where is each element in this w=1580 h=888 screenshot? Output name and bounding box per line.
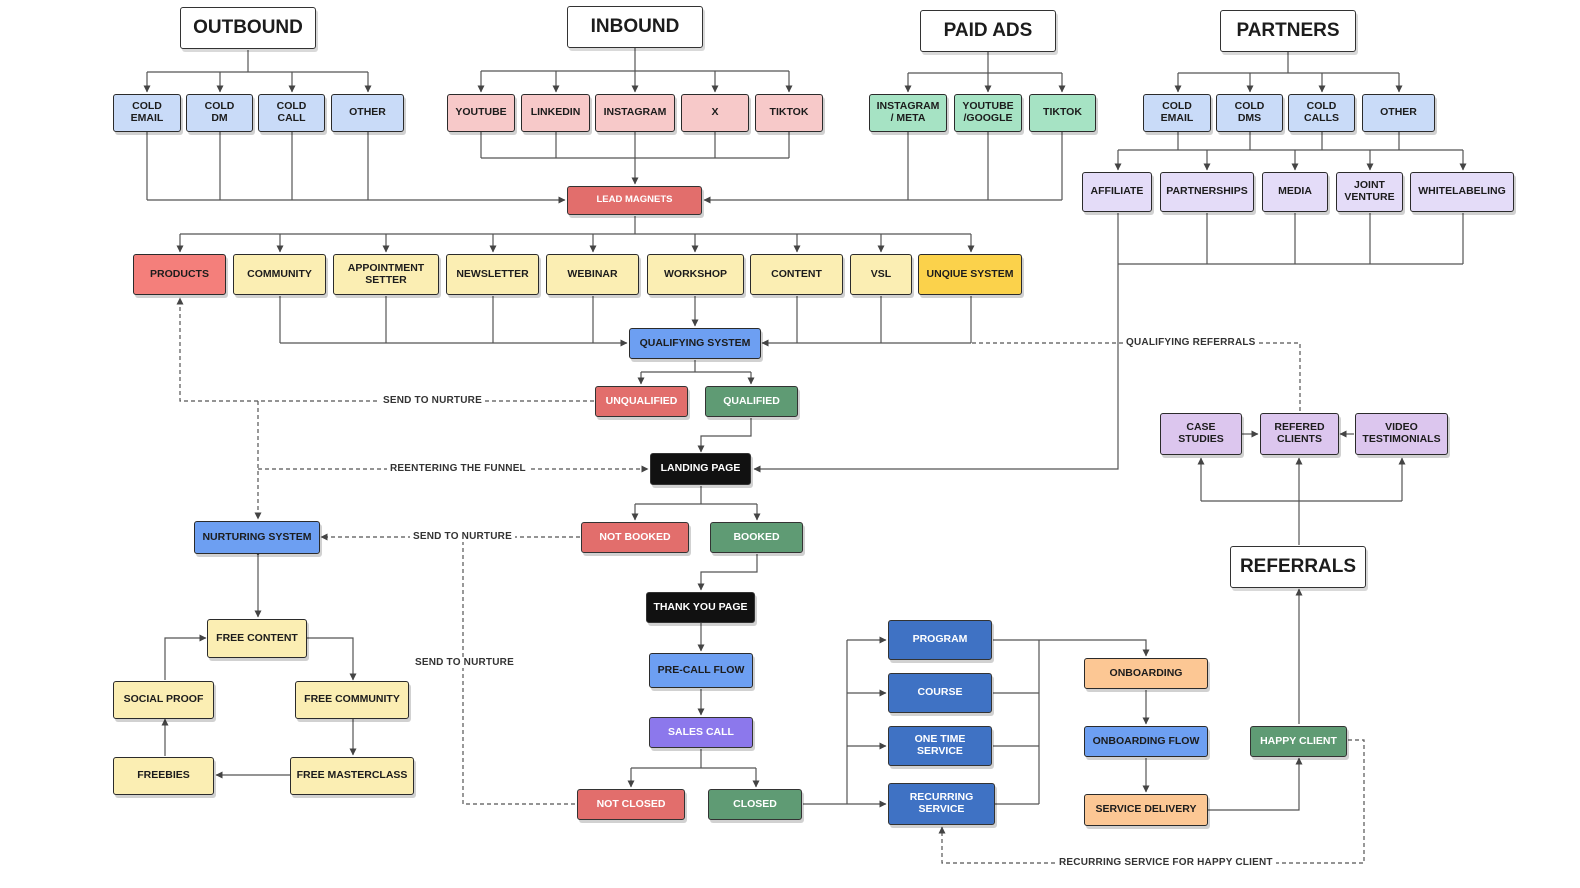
outbound-other: OTHER	[331, 94, 404, 132]
magnet-workshop: WORKSHOP	[647, 254, 744, 295]
inbound-tiktok: TIKTOK	[755, 94, 823, 132]
magnet-products: PRODUCTS	[133, 254, 226, 295]
pre-call-flow: PRE-CALL FLOW	[649, 653, 753, 688]
inbound-x: X	[681, 94, 749, 132]
partner-joint-venture: JOINT VENTURE	[1336, 172, 1403, 212]
outbound-cold-call: COLD CALL	[258, 94, 325, 132]
sales-call: SALES CALL	[649, 717, 753, 748]
thank-you-page: THANK YOU PAGE	[646, 592, 755, 623]
partners-cold-calls: COLD CALLS	[1288, 94, 1355, 132]
partner-partnerships: PARTNERSHIPS	[1160, 172, 1254, 212]
inbound-youtube: YOUTUBE	[447, 94, 515, 132]
partners-other: OTHER	[1362, 94, 1435, 132]
happy-client: HAPPY CLIENT	[1250, 726, 1347, 757]
referrals-header: REFERRALS	[1230, 546, 1366, 588]
edge-label-recurring-service-for-happy-client: RECURRING SERVICE FOR HAPPY CLIENT	[1056, 857, 1276, 868]
partners-cold-email: COLD EMAIL	[1143, 94, 1211, 132]
free-community: FREE COMMUNITY	[295, 681, 409, 719]
paid-instagram-meta: INSTAGRAM / META	[869, 94, 947, 132]
booked: BOOKED	[710, 522, 803, 553]
edge-label-send-to-nurture-unqualified: SEND TO NURTURE	[380, 395, 485, 406]
onboarding-flow: ONBOARDING FLOW	[1084, 726, 1208, 757]
not-closed: NOT CLOSED	[577, 789, 685, 820]
qualified: QUALIFIED	[705, 386, 798, 417]
closed: CLOSED	[708, 789, 802, 820]
refered-clients: REFERED CLIENTS	[1260, 413, 1339, 455]
magnet-appointment-setter: APPOINTMENT SETTER	[333, 254, 439, 295]
landing-page: LANDING PAGE	[650, 453, 751, 485]
not-booked: NOT BOOKED	[581, 522, 689, 553]
inbound-header: INBOUND	[567, 6, 703, 48]
offer-one-time-service: ONE TIME SERVICE	[888, 726, 992, 766]
outbound-cold-dm: COLD DM	[186, 94, 253, 132]
paid-ads-header: PAID ADS	[920, 10, 1056, 52]
magnet-content: CONTENT	[750, 254, 843, 295]
magnet-vsl: VSL	[850, 254, 912, 295]
magnet-community: COMMUNITY	[233, 254, 326, 295]
lead-magnets: LEAD MAGNETS	[567, 186, 702, 215]
qualifying-system: QUALIFYING SYSTEM	[629, 328, 761, 359]
partner-affiliate: AFFILIATE	[1082, 172, 1152, 212]
magnet-newsletter: NEWSLETTER	[446, 254, 539, 295]
paid-youtube-google: YOUTUBE /GOOGLE	[954, 94, 1022, 132]
edge-label-send-to-nurture-not-booked: SEND TO NURTURE	[410, 531, 515, 542]
partner-whitelabeling: WHITELABELING	[1410, 172, 1514, 212]
nurturing-system: NURTURING SYSTEM	[194, 521, 320, 554]
free-masterclass: FREE MASTERCLASS	[290, 757, 414, 795]
free-content: FREE CONTENT	[207, 619, 307, 658]
edge-label-qualifying-referrals: QUALIFYING REFERRALS	[1123, 337, 1259, 348]
partner-media: MEDIA	[1262, 172, 1328, 212]
case-studies: CASE STUDIES	[1160, 413, 1242, 455]
edge-label-reentering-the-funnel: REENTERING THE FUNNEL	[387, 463, 529, 474]
inbound-linkedin: LINKEDIN	[521, 94, 590, 132]
service-delivery: SERVICE DELIVERY	[1084, 794, 1208, 826]
unqualified: UNQUALIFIED	[595, 386, 688, 417]
partners-header: PARTNERS	[1220, 10, 1356, 52]
social-proof: SOCIAL PROOF	[113, 681, 214, 719]
offer-course: COURSE	[888, 673, 992, 713]
partners-cold-dms: COLD DMS	[1216, 94, 1283, 132]
magnet-unique-system: UNQIUE SYSTEM	[918, 254, 1022, 295]
paid-tiktok: TIKTOK	[1029, 94, 1096, 132]
freebies: FREEBIES	[113, 757, 214, 795]
edge-label-send-to-nurture-not-closed: SEND TO NURTURE	[412, 657, 517, 668]
outbound-header: OUTBOUND	[180, 7, 316, 49]
offer-recurring-service: RECURRING SERVICE	[888, 783, 995, 825]
outbound-cold-email: COLD EMAIL	[113, 94, 181, 132]
offer-program: PROGRAM	[888, 620, 992, 660]
onboarding: ONBOARDING	[1084, 658, 1208, 689]
video-testimonials: VIDEO TESTIMONIALS	[1355, 413, 1448, 455]
inbound-instagram: INSTAGRAM	[595, 94, 675, 132]
magnet-webinar: WEBINAR	[546, 254, 639, 295]
